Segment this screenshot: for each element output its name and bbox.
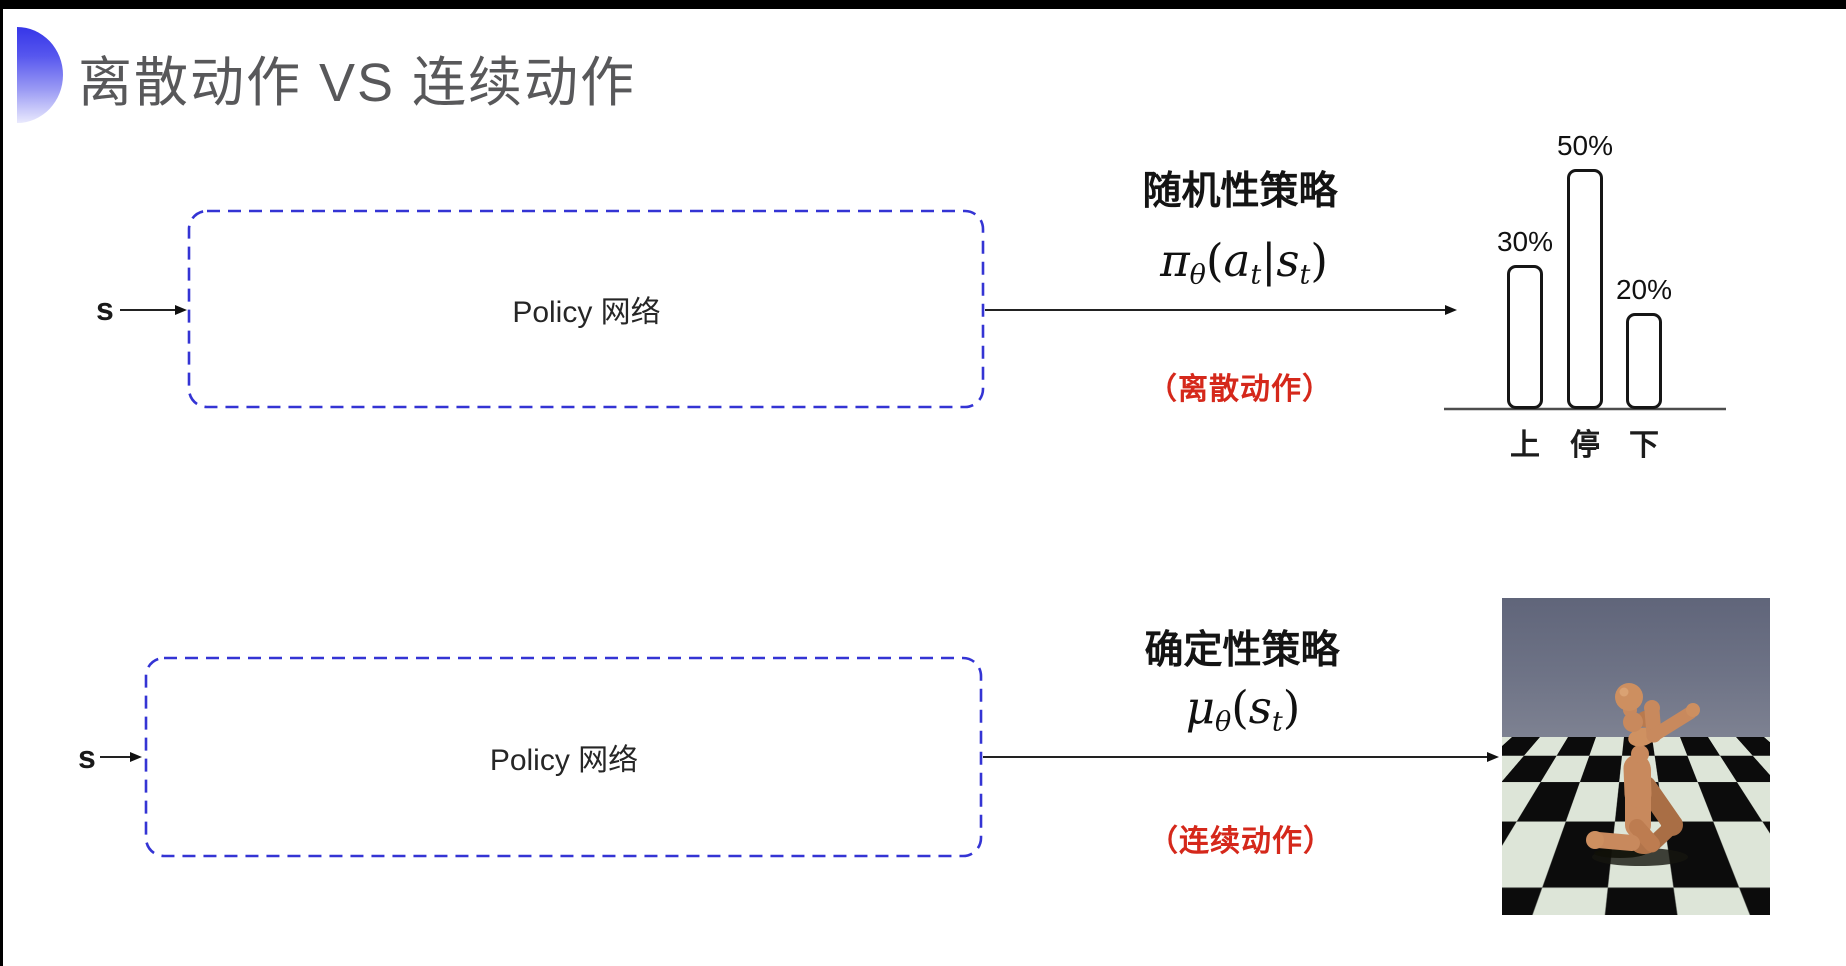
policy-network-box-bottom: Policy 网络 — [145, 657, 983, 857]
page-title: 离散动作 VS 连续动作 — [78, 53, 637, 113]
bar-column-down: 20% — [1599, 274, 1689, 409]
state-symbol: s — [1248, 681, 1272, 734]
bar-value-label: 20% — [1615, 274, 1673, 305]
open-paren: ( — [1231, 681, 1249, 734]
continuous-action-note: （连续动作） — [1148, 825, 1334, 858]
state-input-label-top: s — [96, 291, 114, 327]
state-symbol: s — [1276, 234, 1300, 287]
state-input-label-bottom: s — [78, 739, 96, 775]
title-accent-shape — [17, 27, 63, 123]
stochastic-policy-title: 随机性策略 — [1142, 170, 1338, 213]
policy-network-label-bottom: Policy 网络 — [489, 744, 639, 777]
left-letterbox-bar — [0, 0, 3, 966]
bar-category-label: 下 — [1629, 429, 1659, 462]
deterministic-policy-title: 确定性策略 — [1144, 629, 1340, 672]
deterministic-policy-formula: μθ(st) — [1185, 681, 1301, 736]
action-symbol: a — [1223, 234, 1251, 287]
robot-head — [1615, 683, 1643, 711]
top-letterbox-bar — [0, 0, 1846, 9]
t-subscript: t — [1250, 259, 1262, 291]
humanoid-simulation-image — [1502, 598, 1770, 915]
stochastic-policy-formula: πθ(at|st) — [1160, 234, 1328, 289]
robot-arm — [1644, 700, 1700, 743]
probability-bar — [1507, 265, 1543, 409]
floor-light-reflection — [1552, 880, 1692, 912]
probability-bar — [1626, 313, 1662, 409]
probability-bar — [1567, 169, 1603, 409]
t-subscript: t — [1299, 259, 1311, 291]
open-paren: ( — [1205, 234, 1224, 287]
mu-symbol: μ — [1185, 681, 1215, 734]
pi-symbol: π — [1160, 234, 1190, 287]
close-paren: ) — [1282, 681, 1301, 734]
bar-category-label: 上 — [1510, 429, 1540, 462]
t-subscript: t — [1271, 706, 1283, 738]
discrete-action-note: （离散动作） — [1147, 373, 1333, 406]
theta-subscript: θ — [1214, 706, 1232, 738]
theta-subscript: θ — [1189, 259, 1206, 291]
bar-column-up: 30% — [1480, 226, 1570, 409]
policy-network-box-top: Policy 网络 — [188, 210, 985, 408]
bar-value-label: 30% — [1496, 226, 1554, 257]
bar-column-stop: 50% — [1540, 130, 1630, 409]
policy-network-label-top: Policy 网络 — [512, 296, 661, 329]
bar-category-label: 停 — [1570, 429, 1600, 462]
humanoid-robot-figure — [1586, 683, 1700, 866]
close-paren: ) — [1310, 234, 1328, 287]
bar-value-label: 50% — [1556, 130, 1614, 161]
conditional-bar: | — [1261, 234, 1277, 287]
